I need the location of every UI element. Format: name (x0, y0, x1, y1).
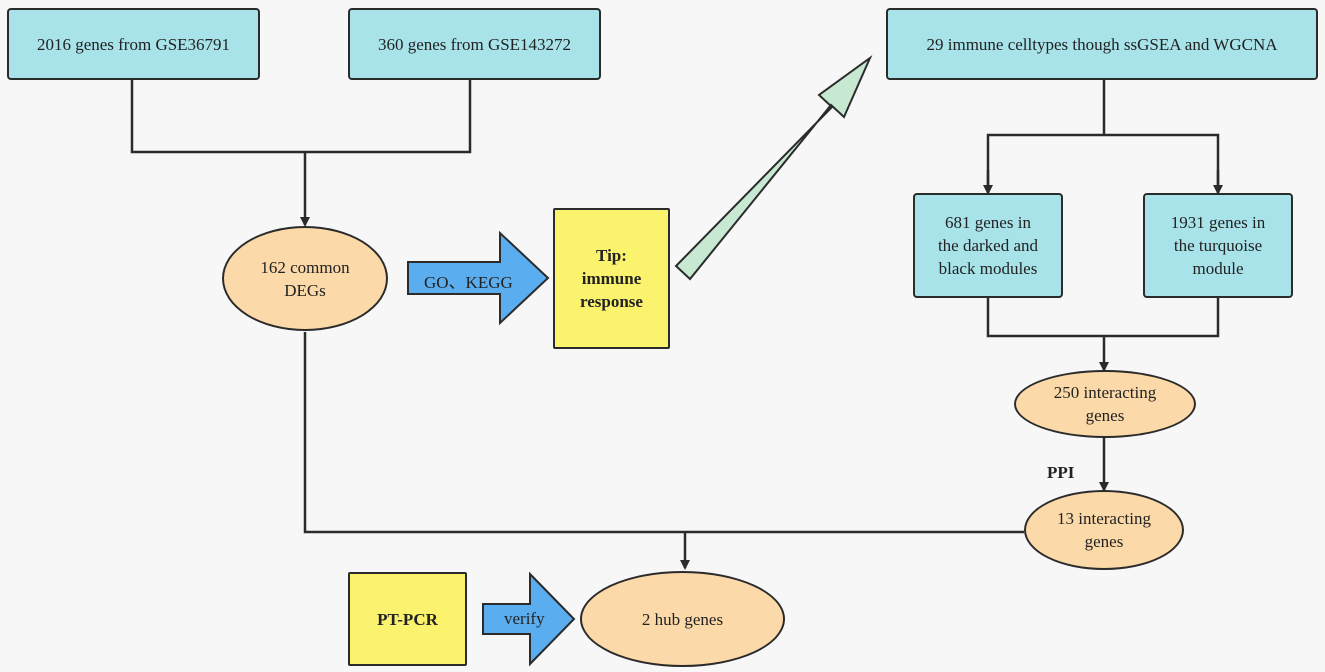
connector-to-hub-merge (303, 332, 1024, 534)
tip-note: Tip: immune response (553, 208, 670, 349)
interacting-13-label: 13 interacting genes (1057, 509, 1151, 551)
go-kegg-label: GO、KEGG (424, 273, 513, 292)
diagonal-block-arrow (674, 55, 873, 281)
verify-label: verify (504, 609, 545, 628)
immune-celltypes-box: 29 immune celltypes though ssGSEA and WG… (886, 8, 1318, 80)
common-degs-label: 162 common DEGs (260, 257, 350, 300)
gse36791-label: 2016 genes from GSE36791 (36, 34, 231, 54)
pt-pcr-label: PT-PCR (377, 609, 438, 629)
common-degs-ellipse: 162 common DEGs (222, 226, 388, 331)
interacting-250-ellipse: 250 interacting genes (1014, 370, 1196, 438)
verify-block-arrow (482, 571, 576, 667)
pt-pcr-note: PT-PCR (348, 572, 467, 666)
immune-celltypes-label: 29 immune celltypes though ssGSEA and WG… (926, 34, 1278, 54)
ppi-label: PPI (1047, 463, 1075, 482)
connector-modules-merge (986, 298, 1220, 338)
interacting-250-label: 250 interacting genes (1053, 383, 1157, 425)
go-kegg-block-arrow (407, 230, 550, 326)
darked-black-modules-label: 681 genes in the darked and black module… (937, 213, 1039, 278)
gse36791-box: 2016 genes from GSE36791 (7, 8, 260, 80)
gse143272-label: 360 genes from GSE143272 (377, 34, 572, 54)
interacting-13-ellipse: 13 interacting genes (1024, 490, 1184, 570)
hub-genes-ellipse: 2 hub genes (580, 571, 785, 667)
gse143272-box: 360 genes from GSE143272 (348, 8, 601, 80)
connector-immune-split (986, 133, 1220, 190)
turquoise-module-box: 1931 genes in the turquoise module (1143, 193, 1293, 298)
tip-label: Tip: immune response (580, 246, 643, 311)
darked-black-modules-box: 681 genes in the darked and black module… (913, 193, 1063, 298)
hub-genes-label: 2 hub genes (641, 609, 724, 629)
turquoise-module-label: 1931 genes in the turquoise module (1170, 213, 1266, 278)
connector-datasets-merge (130, 80, 472, 154)
